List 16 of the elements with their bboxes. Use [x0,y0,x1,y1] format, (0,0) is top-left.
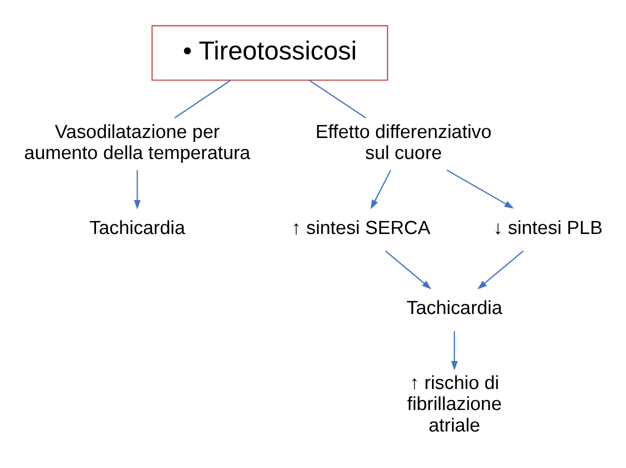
arrow [370,170,392,210]
node-text: Tachicardia [89,218,186,239]
connector [174,80,232,118]
connector [308,80,366,118]
node-box: • Tireotossicosi [151,25,388,81]
node-text: ↓ sintesi PLB [493,218,603,239]
arrow [446,170,514,209]
node-text: Tachicardia [406,298,502,320]
node-text: ↑ rischio di fibrillazione atriale [407,372,502,436]
node-text: Vasodilatazione per aumento della temperatura [24,122,250,164]
arrow [385,250,432,290]
arrow [134,170,141,210]
arrow [451,331,458,370]
node-text: Effetto differenziativo sul cuore [316,122,492,164]
node-text: ↑ sintesi SERCA [292,218,430,239]
arrow [477,250,524,290]
